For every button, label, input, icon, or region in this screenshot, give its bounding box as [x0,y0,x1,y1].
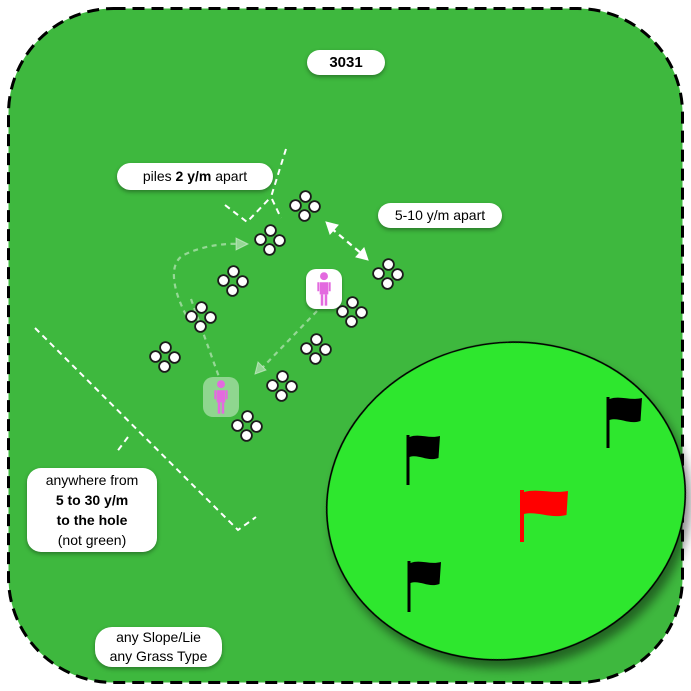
pile-spacing-suffix: apart [211,168,248,184]
pile-spacing-label: piles 2 y/m apart [117,163,273,190]
ball-pile-icon [372,258,404,290]
conditions-line1: any Slope/Lie [116,629,201,645]
person-glyph [214,380,228,414]
player-icon [203,377,239,417]
pile-distance-text: 5-10 y/m apart [394,207,486,223]
ball-pile-icon [217,265,249,297]
hole-distance-line2: 5 to 30 y/m [55,492,129,508]
ball-piles-layer [149,190,404,442]
pile-distance-label: 5-10 y/m apart [378,203,502,228]
dashed-guide-mark [224,148,287,224]
ball-pile-icon [289,190,321,222]
ball-pile-icon [185,301,217,333]
hole-distance-label: anywhere from 5 to 30 y/m to the hole (n… [27,468,157,552]
pile-spacing-value: 2 y/m [175,168,212,184]
golf-flag-icon [407,561,441,612]
person-glyph [317,272,331,306]
flags-layer [406,397,642,612]
drill-number-badge: 3031 [307,50,385,75]
drill-number: 3031 [329,54,363,71]
ball-pile-icon [231,410,263,442]
ball-pile-icon [300,333,332,365]
pile-spacing-text: piles [142,168,176,184]
hole-distance-line1: anywhere from [45,472,139,488]
golf-flag-icon [406,435,440,485]
ball-pile-icon [149,341,181,373]
golf-flag-icon [606,397,642,448]
spacing-arrow-icon [325,221,369,261]
ball-pile-icon [254,224,286,256]
golf-flag-icon [520,490,568,542]
ball-pile-icon [266,370,298,402]
hole-distance-line4: (not green) [57,532,127,548]
ball-pile-icon [336,296,368,328]
conditions-line2: any Grass Type [109,648,208,664]
hole-distance-dashed-line [34,327,257,532]
conditions-label: any Slope/Lie any Grass Type [95,627,222,667]
hole-distance-line3: to the hole [56,512,128,528]
player-icon [306,269,342,309]
